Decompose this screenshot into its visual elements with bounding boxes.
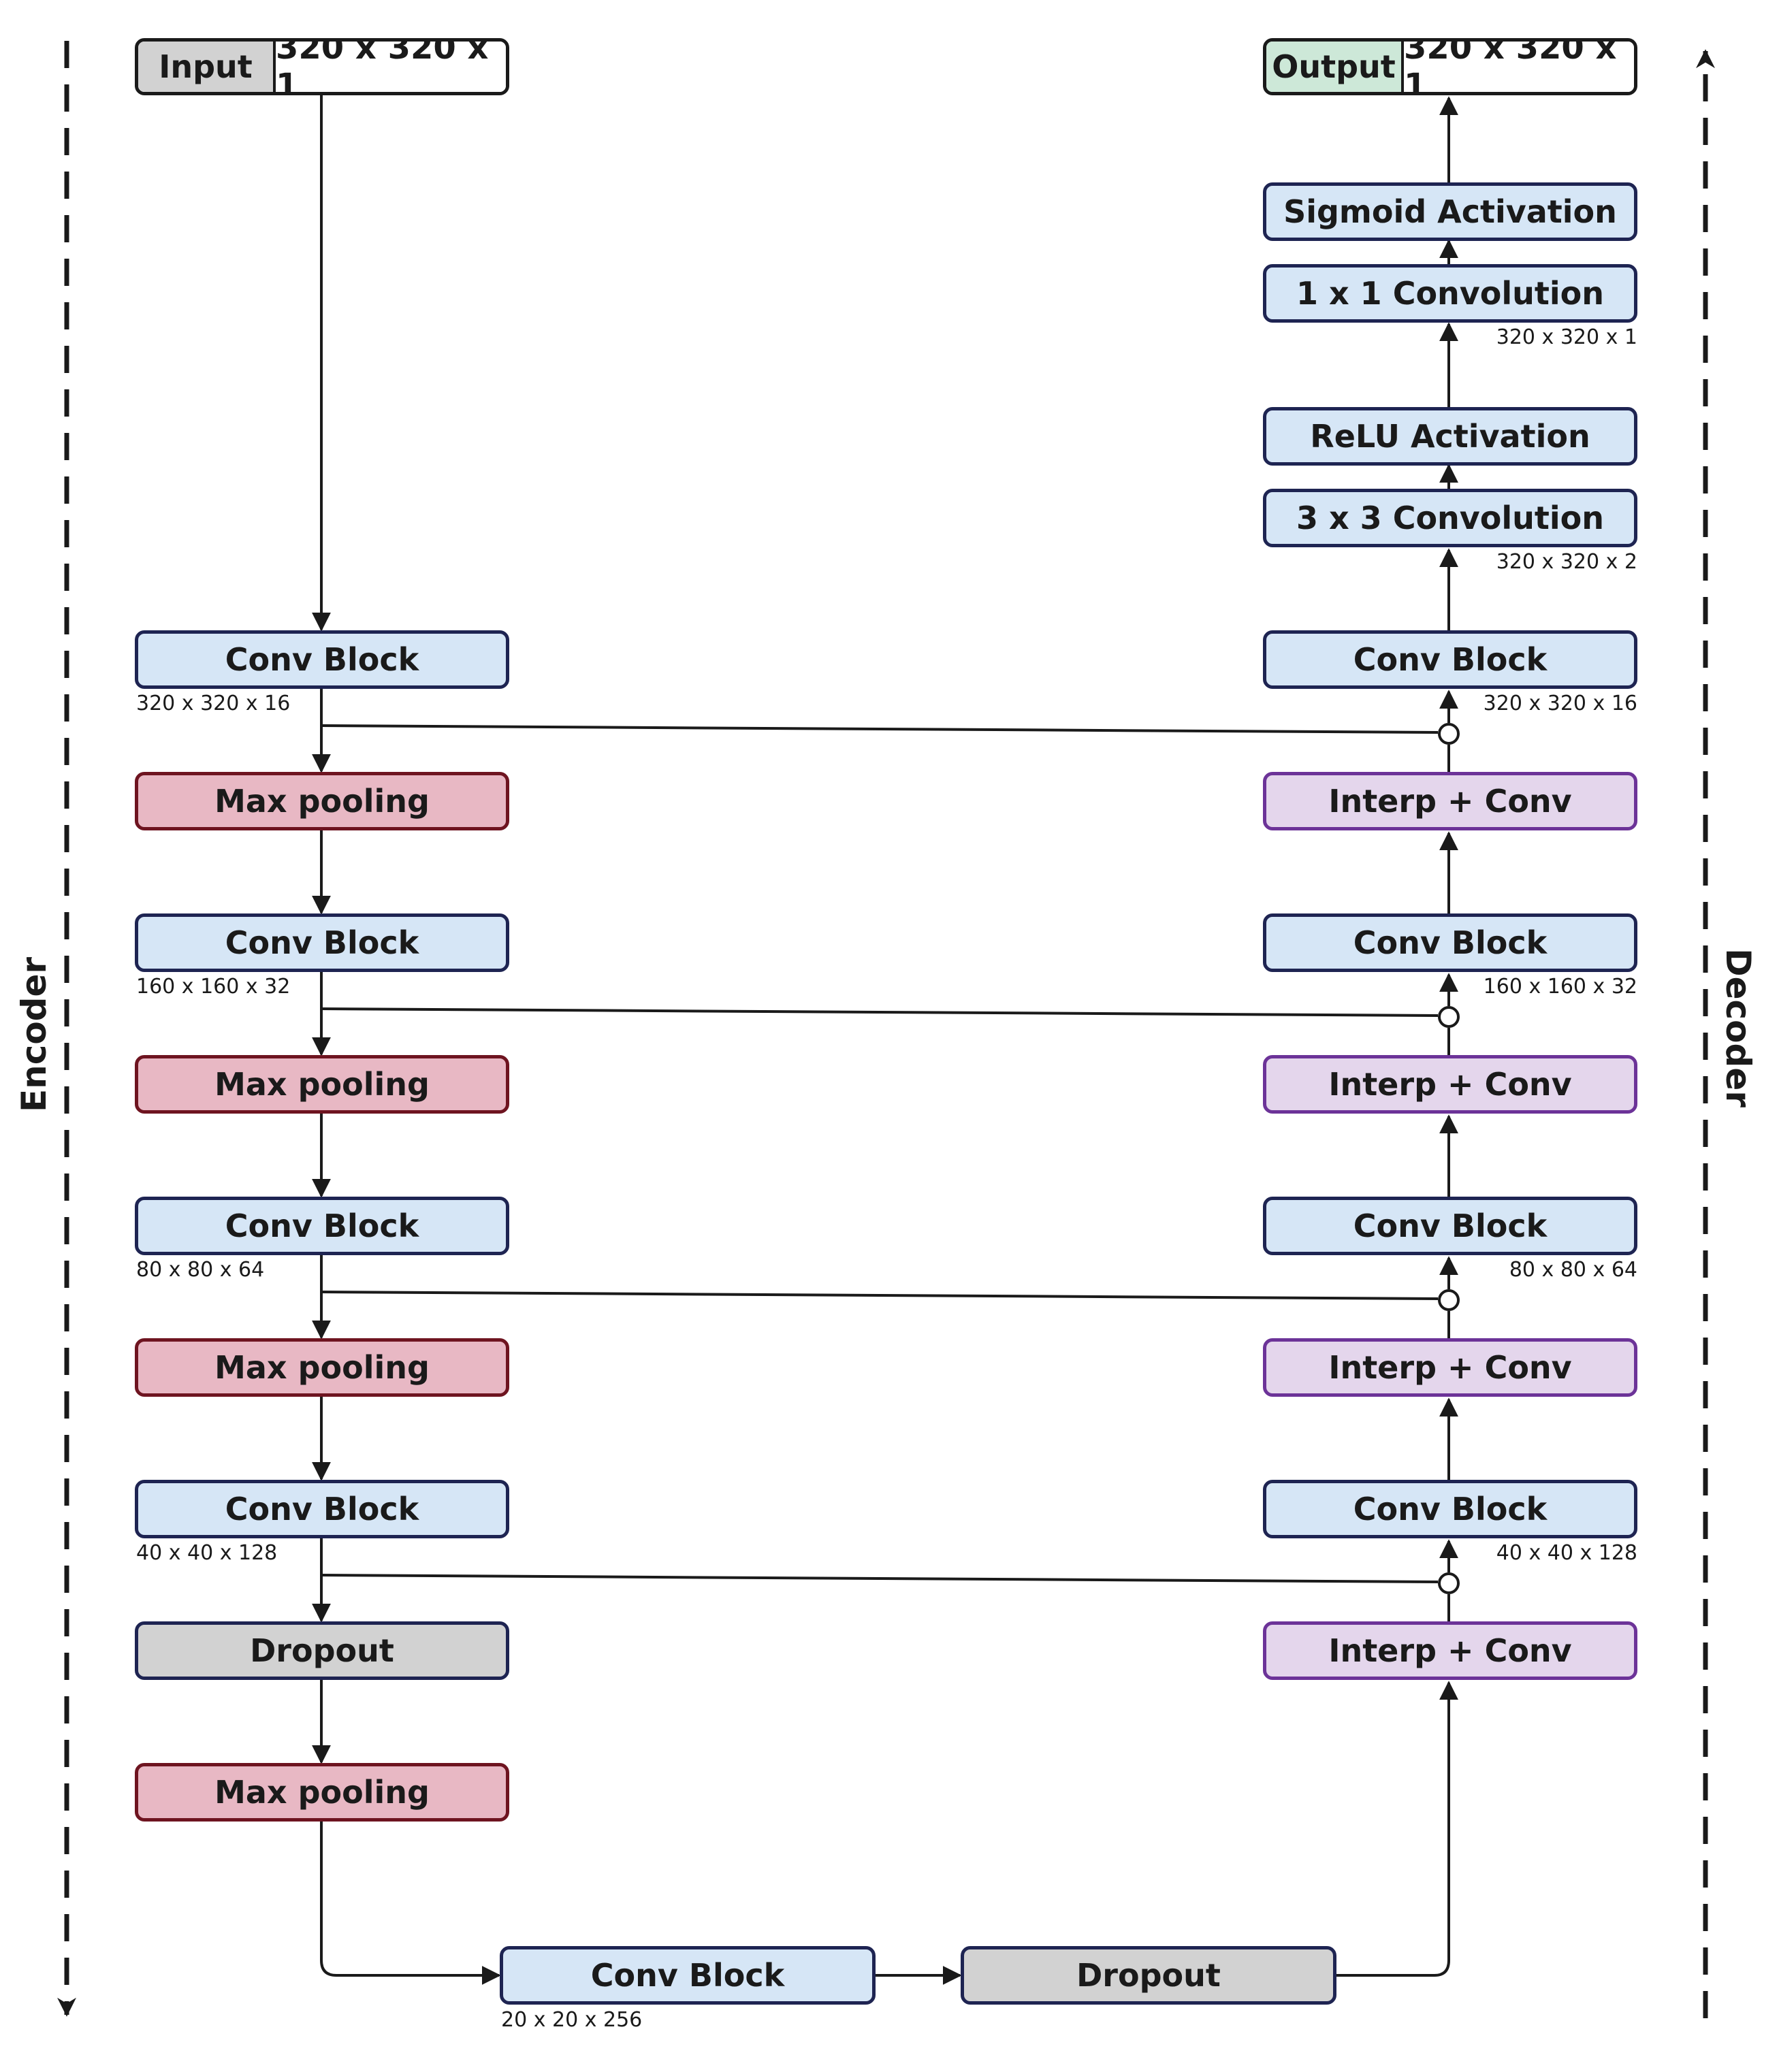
arrow-pool4-to-bottleneck: [320, 1820, 501, 1985]
input-tag: Input: [138, 42, 276, 92]
concat-node-3: [1438, 1289, 1460, 1311]
encoder-max-pooling-2: Max pooling: [135, 1055, 509, 1114]
decoder-sigmoid-activation: Sigmoid Activation: [1263, 182, 1637, 241]
decoder-conv-block-4-dims: 40 x 40 x 128: [1496, 1541, 1637, 1565]
output-box: Output 320 x 320 x 1: [1263, 38, 1637, 95]
encoder-conv-block-4: Conv Block: [135, 1480, 509, 1538]
encoder-label: Encoder: [14, 956, 54, 1113]
encoder-max-pooling-1: Max pooling: [135, 772, 509, 830]
concat-node-1: [1438, 723, 1460, 745]
skip-connection-4: [321, 1574, 1439, 1583]
skip-connection-1: [321, 724, 1439, 734]
arrow-dropout-to-interp4: [1336, 1681, 1458, 1977]
encoder-conv-block-2-dims: 160 x 160 x 32: [136, 975, 291, 999]
encoder-conv-block-3-dims: 80 x 80 x 64: [136, 1258, 265, 1282]
decoder-conv-block-3-dims: 80 x 80 x 64: [1509, 1258, 1637, 1282]
bottleneck-conv-block: Conv Block: [500, 1946, 876, 2005]
decoder-conv-block-2: Conv Block: [1263, 913, 1637, 972]
bottleneck-dropout: Dropout: [961, 1946, 1336, 2005]
encoder-conv-block-3: Conv Block: [135, 1197, 509, 1255]
encoder-conv-block-2: Conv Block: [135, 913, 509, 972]
encoder-conv-block-1: Conv Block: [135, 630, 509, 689]
concat-node-4: [1438, 1572, 1460, 1594]
encoder-conv-block-4-dims: 40 x 40 x 128: [136, 1541, 278, 1565]
decoder-interp-conv-1: Interp + Conv: [1263, 772, 1637, 830]
encoder-conv-block-1-dims: 320 x 320 x 16: [136, 692, 291, 715]
input-dims: 320 x 320 x 1: [276, 42, 506, 92]
output-tag: Output: [1266, 42, 1404, 92]
decoder-relu-activation: ReLU Activation: [1263, 407, 1637, 466]
encoder-dropout: Dropout: [135, 1621, 509, 1680]
encoder-max-pooling-4: Max pooling: [135, 1763, 509, 1822]
input-box: Input 320 x 320 x 1: [135, 38, 509, 95]
decoder-interp-conv-4: Interp + Conv: [1263, 1621, 1637, 1680]
decoder-interp-conv-3: Interp + Conv: [1263, 1338, 1637, 1397]
skip-connection-2: [321, 1007, 1439, 1017]
decoder-conv-block-2-dims: 160 x 160 x 32: [1483, 975, 1637, 999]
decoder-3x3-convolution-dims: 320 x 320 x 2: [1496, 550, 1637, 574]
decoder-conv-block-4: Conv Block: [1263, 1480, 1637, 1538]
encoder-max-pooling-3: Max pooling: [135, 1338, 509, 1397]
decoder-interp-conv-2: Interp + Conv: [1263, 1055, 1637, 1114]
decoder-label: Decoder: [1718, 948, 1758, 1107]
decoder-1x1-convolution-dims: 320 x 320 x 1: [1496, 325, 1637, 349]
decoder-1x1-convolution: 1 x 1 Convolution: [1263, 264, 1637, 323]
decoder-conv-block-1-dims: 320 x 320 x 16: [1483, 692, 1637, 715]
bottleneck-conv-block-dims: 20 x 20 x 256: [501, 2008, 643, 2032]
concat-node-2: [1438, 1006, 1460, 1028]
decoder-3x3-convolution: 3 x 3 Convolution: [1263, 489, 1637, 547]
decoder-conv-block-1: Conv Block: [1263, 630, 1637, 689]
skip-connection-3: [321, 1291, 1439, 1300]
output-dims: 320 x 320 x 1: [1404, 42, 1634, 92]
decoder-conv-block-3: Conv Block: [1263, 1197, 1637, 1255]
